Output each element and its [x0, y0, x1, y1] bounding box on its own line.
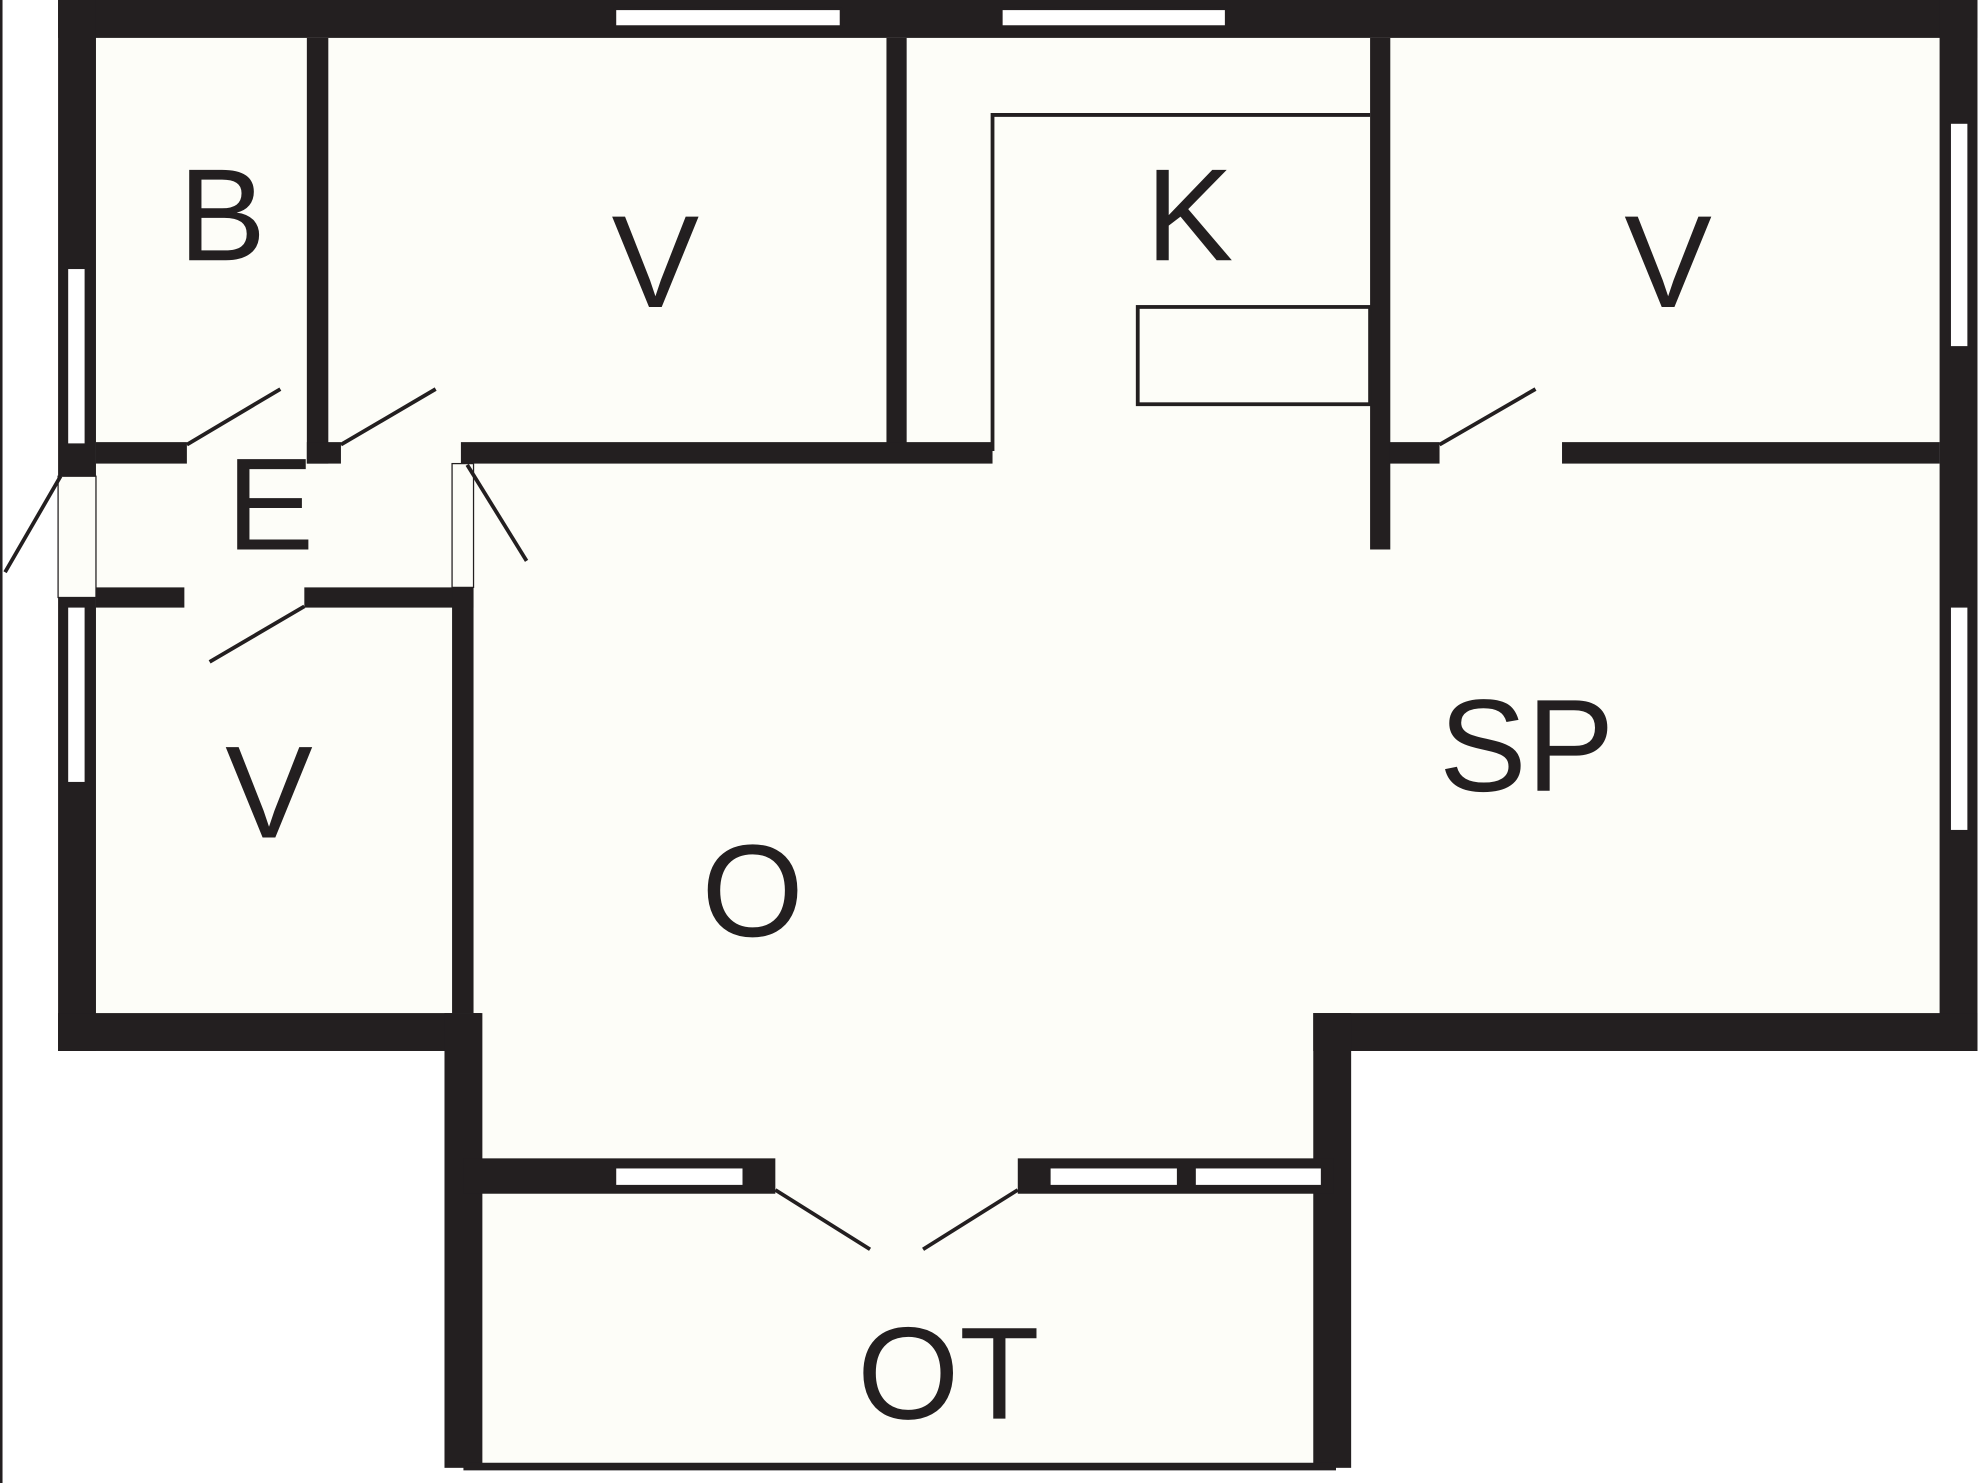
window [613, 1165, 746, 1188]
door-terrace-left [774, 1188, 872, 1251]
door-main-entrance [3, 475, 63, 574]
window [65, 605, 88, 785]
window [1948, 121, 1970, 349]
floor-area [75, 18, 1958, 1466]
room-label-terrace: OT [857, 1300, 1039, 1447]
room-label-kitchen: K [1146, 141, 1234, 288]
door-entry-living [465, 463, 529, 562]
door-bedroom-left [208, 604, 306, 664]
window [1948, 605, 1970, 833]
exterior-walls [58, 0, 1978, 1471]
room-labels: B V K V E V SP O OT [178, 141, 1712, 1446]
window [65, 266, 88, 446]
door-bedroom [339, 387, 437, 447]
room-label-bedroom: V [225, 719, 313, 866]
room-label-dining: SP [1439, 672, 1614, 819]
room-label-bedroom: V [1624, 188, 1712, 335]
room-label-living: O [702, 817, 804, 964]
window [1000, 7, 1228, 28]
room-label-bath: B [178, 141, 266, 288]
door-bath [185, 387, 282, 447]
kitchen-counters [990, 113, 1372, 451]
door-bedroom-right [1438, 387, 1537, 447]
door-terrace-right [922, 1188, 1019, 1251]
windows [57, 7, 1970, 1188]
room-label-bedroom: V [612, 188, 700, 335]
window [613, 7, 843, 28]
room-label-entry: E [226, 431, 314, 578]
door-swings [3, 387, 1537, 1251]
window [1193, 1165, 1324, 1188]
window [1048, 1165, 1180, 1188]
interior-walls [95, 37, 1940, 1014]
